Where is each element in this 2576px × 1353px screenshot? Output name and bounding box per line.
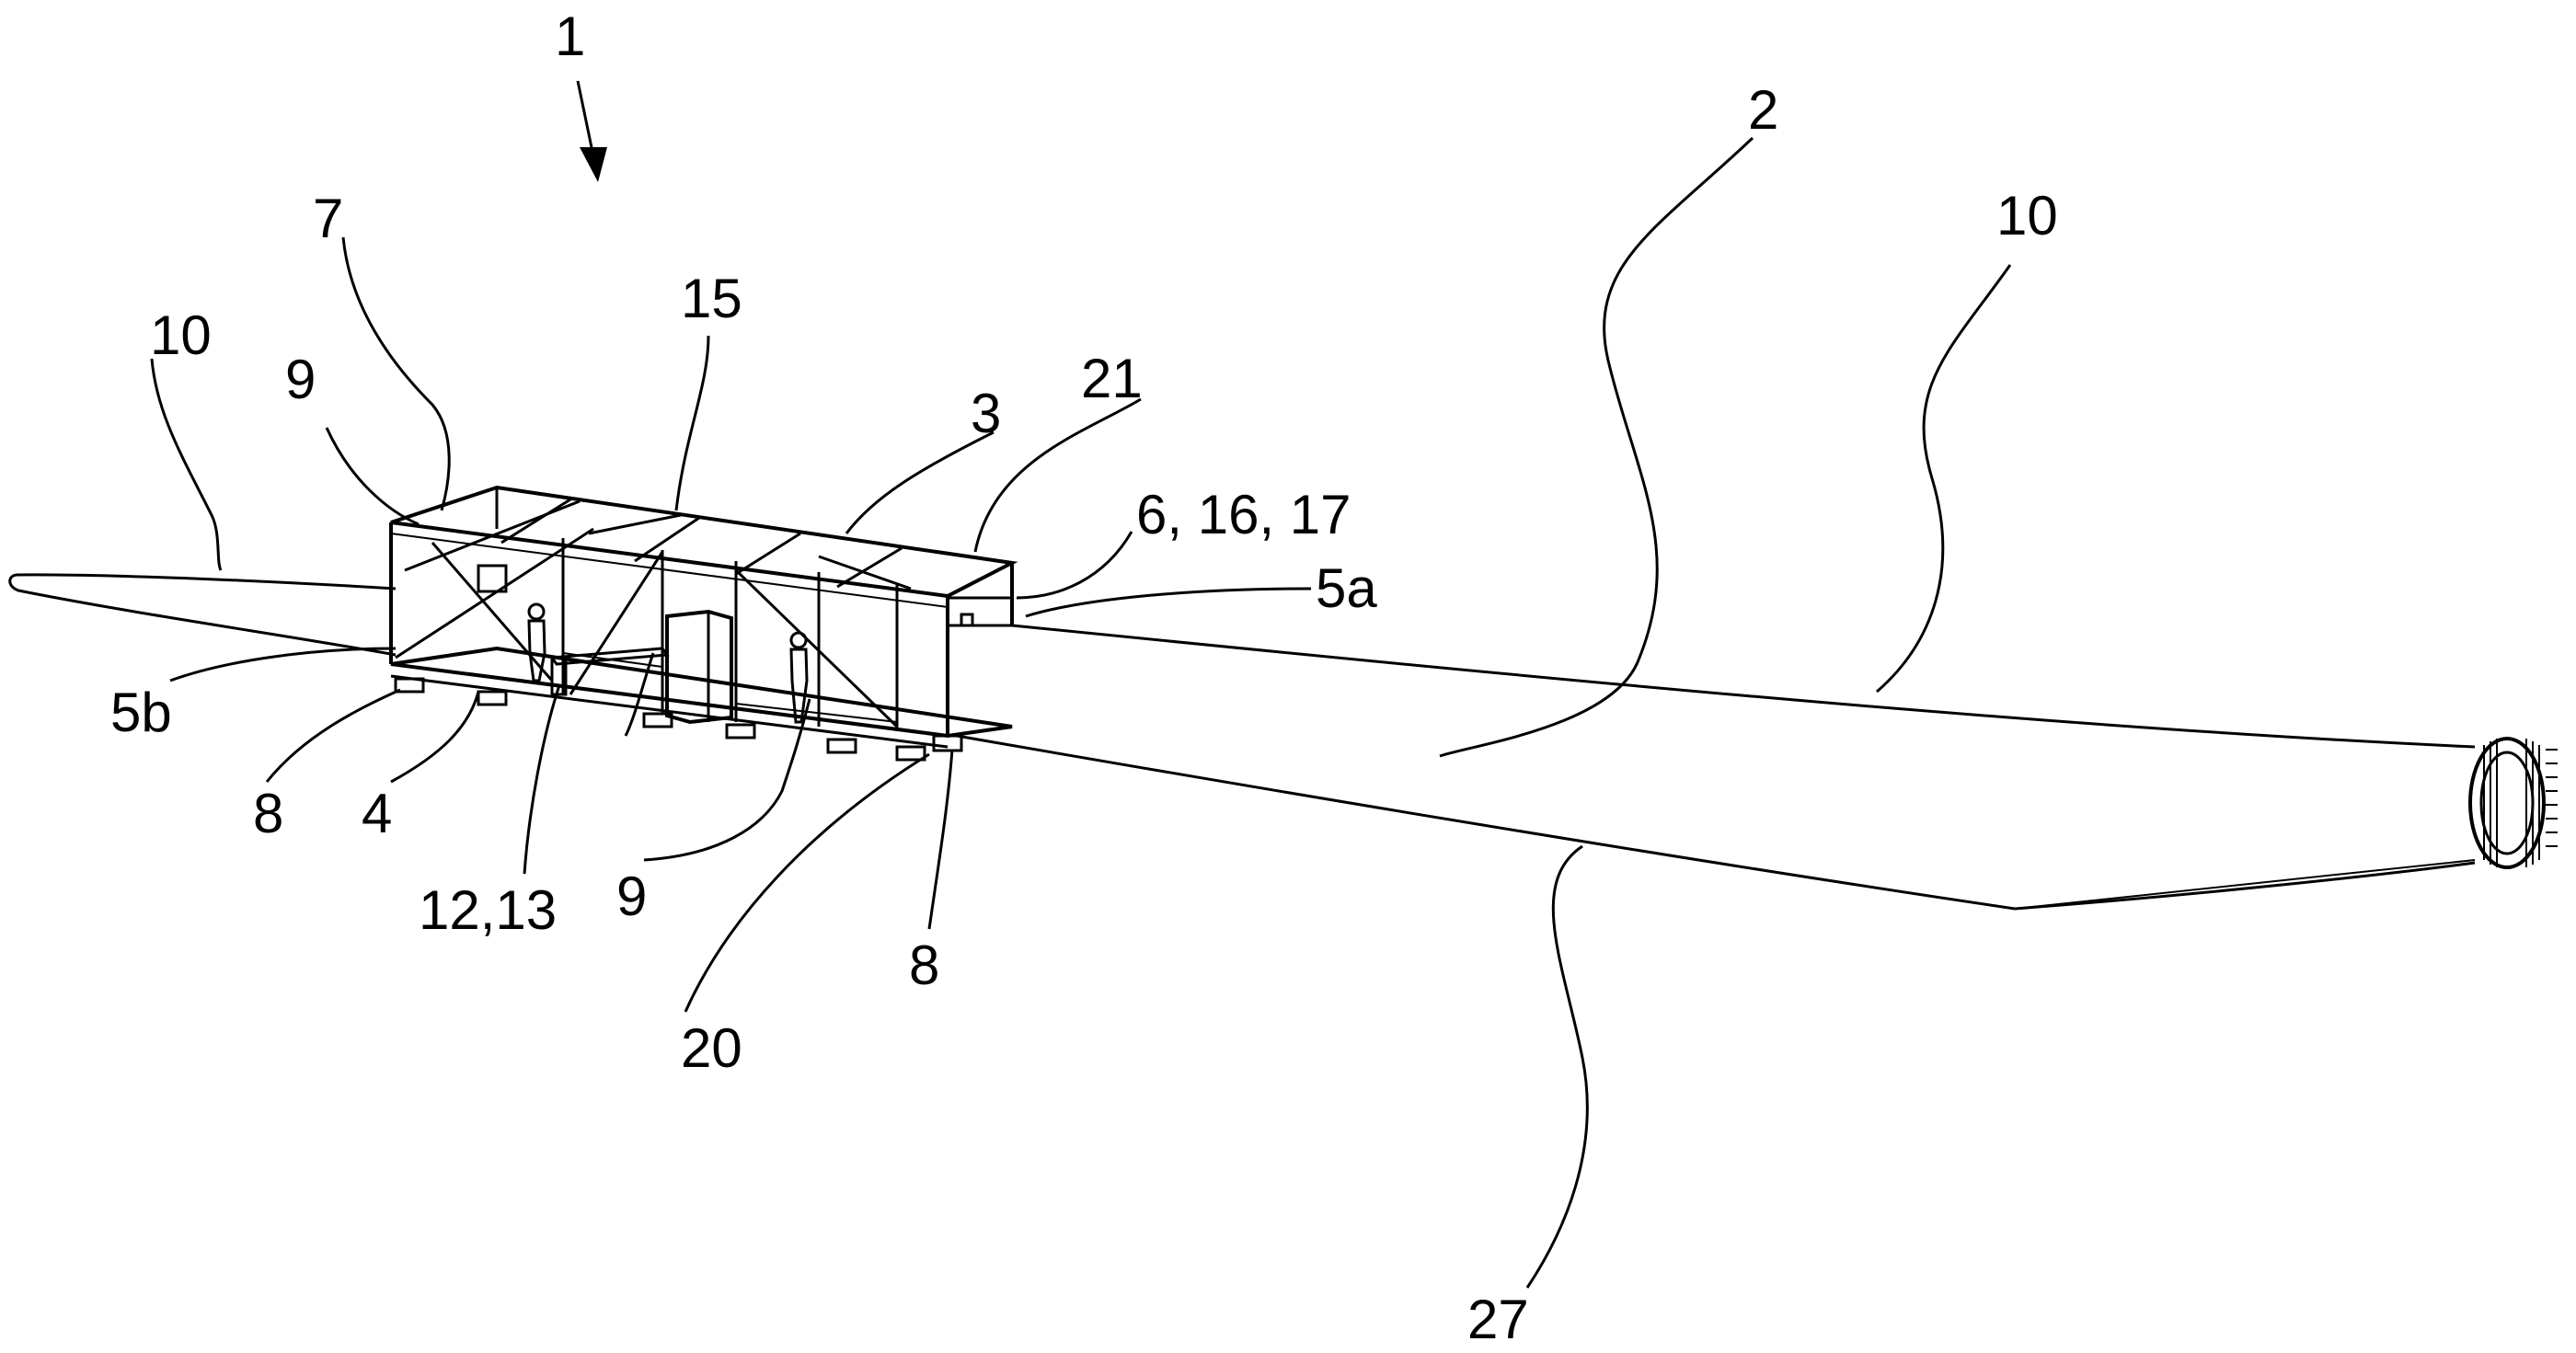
- label-7: 7: [313, 188, 343, 249]
- label-20: 20: [681, 1017, 742, 1079]
- label-9-upper: 9: [285, 349, 316, 410]
- label-9-lower: 9: [616, 866, 647, 927]
- leader-lines: [150, 80, 2012, 1289]
- label-12-13: 12,13: [419, 879, 557, 941]
- blade-root-flange: [2468, 737, 2558, 869]
- label-4: 4: [362, 783, 392, 844]
- label-27: 27: [1467, 1289, 1529, 1348]
- reference-labels: 1 2 10 10 7 15 9 3 21 6, 16, 17 5a 5b 8 …: [110, 6, 2058, 1350]
- support-feet: [394, 677, 963, 762]
- label-10-left: 10: [150, 304, 212, 366]
- wind-turbine-blade: [8, 573, 2476, 911]
- label-2: 2: [1748, 79, 1778, 141]
- sign-panel: [477, 564, 508, 593]
- technician-figure: [789, 631, 809, 724]
- arrow-icon: [580, 147, 607, 182]
- label-8-right: 8: [909, 934, 939, 996]
- label-6-16-17: 6, 16, 17: [1136, 484, 1351, 545]
- label-15: 15: [681, 268, 742, 329]
- label-5b: 5b: [110, 682, 172, 743]
- label-21: 21: [1081, 348, 1143, 409]
- label-1: 1: [555, 6, 585, 67]
- label-3: 3: [971, 383, 1001, 444]
- label-8-left: 8: [253, 783, 283, 844]
- label-10-right: 10: [1996, 185, 2058, 247]
- technician-figure: [527, 602, 546, 682]
- maintenance-container: [389, 485, 1018, 762]
- label-5a: 5a: [1316, 557, 1377, 619]
